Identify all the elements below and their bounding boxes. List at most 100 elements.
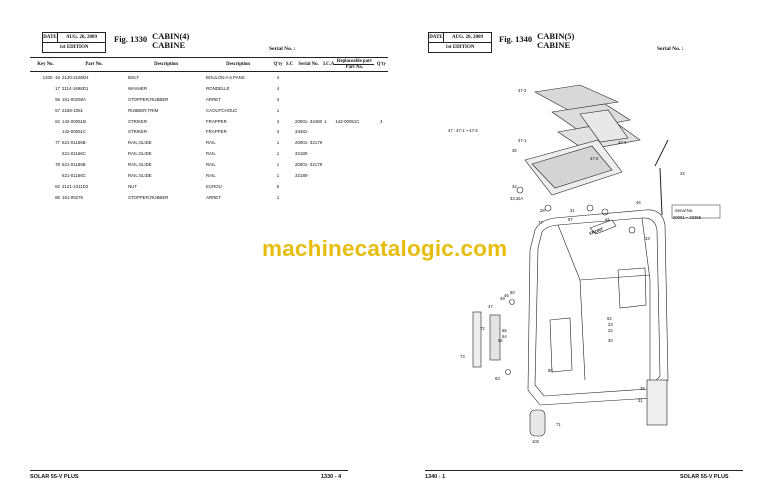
figure-title-right: CABIN(5)	[537, 31, 575, 41]
cell-ica	[323, 105, 334, 116]
callout-label: 47	[488, 304, 493, 309]
table-header: Key No. Part No. Description Description…	[30, 57, 389, 72]
bolt-36	[516, 186, 524, 194]
cell-desc: NUT	[128, 183, 138, 189]
cell-rp	[334, 137, 374, 148]
door-panel	[549, 317, 573, 373]
cell-qty: 4	[276, 85, 280, 91]
callout-label: 23	[608, 322, 613, 327]
date-label: DATE	[43, 33, 58, 42]
cell-key: 56	[55, 96, 60, 102]
cell-ica: 1	[324, 118, 327, 124]
cell-rp	[334, 148, 374, 159]
fig-number: 1330	[130, 34, 148, 44]
date-label-right: DATE	[429, 33, 444, 42]
cell-rq	[374, 83, 388, 94]
cell-desc: RAIL;SLIDE	[128, 140, 152, 146]
edition-label-right: 1st EDITION	[445, 45, 475, 50]
callout-label: 77	[538, 220, 543, 225]
cabin-frame-inner	[534, 217, 661, 397]
cell-ica	[323, 148, 334, 159]
callout-label: 22	[608, 328, 613, 333]
figure-title: CABIN(4)	[152, 31, 190, 41]
cell-rq	[374, 181, 388, 192]
cell-serial	[294, 83, 323, 94]
cell-rp	[334, 126, 374, 137]
callout-label: 44	[605, 217, 610, 222]
cell-desc2: FRAPPER	[206, 118, 227, 124]
cell-part: 161-00276	[62, 194, 83, 200]
cell-rq	[374, 192, 388, 203]
footer-page-left: 1330 - 4	[321, 474, 342, 480]
cell-desc: WASHER	[128, 85, 148, 91]
cell-sc	[285, 170, 294, 181]
cell-qty: 1	[276, 151, 280, 157]
cell-key	[30, 148, 61, 159]
callout-label: 32	[512, 184, 517, 189]
cell-sc	[285, 116, 294, 127]
cell-rp	[334, 105, 374, 116]
cell-key: 57	[55, 107, 60, 113]
cell-part: 2168-1061	[62, 107, 83, 113]
date-value-right: AUG. 20, 2009	[451, 35, 484, 40]
cell-serial: 34481-	[295, 129, 309, 135]
col-serial: Serial No.	[294, 57, 324, 72]
footer-rule-left	[30, 470, 348, 471]
callout-label: 102	[532, 439, 540, 444]
cell-ica	[323, 72, 334, 83]
cell-part: 621-01166B	[62, 140, 86, 146]
cell-qty: 1	[276, 162, 280, 168]
cell-ica	[323, 181, 334, 192]
cell-desc2: ECROU	[206, 183, 222, 189]
footer-model-right: SOLAR 55-V PLUS	[680, 474, 729, 480]
cell-serial: 20001- 32179	[295, 140, 323, 146]
figure-heading-right: Fig. 1340 CABIN(5)CABINE	[499, 32, 574, 50]
cell-rp: 142-00051C	[335, 118, 360, 124]
serial-note-box	[671, 204, 721, 219]
cell-qty: 1	[276, 107, 280, 113]
cell-rq	[374, 148, 388, 159]
cell-rp	[334, 159, 374, 170]
bolt-31	[586, 204, 594, 212]
cell-qty: 1	[276, 194, 280, 200]
cell-ica	[323, 159, 334, 170]
callout-label: 64	[502, 334, 507, 339]
cell-desc2: ARRET	[206, 194, 221, 200]
callout-label: 92	[498, 338, 503, 343]
col-desc: Description	[127, 57, 205, 72]
cell-key: 62	[55, 118, 60, 124]
callout-label: 34	[680, 171, 685, 176]
cell-key	[30, 170, 61, 181]
cell-ica	[323, 170, 334, 181]
cell-serial	[294, 181, 323, 192]
callout-label: 46	[504, 293, 509, 298]
cell-desc2: ARRET	[206, 96, 221, 102]
side-window	[617, 267, 647, 309]
callout-label: 72	[480, 326, 485, 331]
cell-sc	[285, 181, 294, 192]
handle	[529, 409, 546, 437]
footer-model-left: SOLAR 55-V PLUS	[30, 474, 79, 480]
callout-label: 30	[608, 338, 613, 343]
cell-desc: STRIKER	[128, 129, 148, 135]
cell-desc2: RAIL	[206, 162, 216, 168]
bolt-83	[505, 369, 511, 375]
cell-desc2: RAIL	[206, 140, 216, 146]
cell-part: 2114-1698D1	[62, 85, 89, 91]
col-sc: S.C	[285, 57, 294, 72]
cell-desc2: BOULON A 6 PANS	[206, 74, 245, 80]
cell-desc: STOPPER;RUBBER	[128, 96, 169, 102]
cell-ica	[323, 83, 334, 94]
callout-label: 33	[645, 236, 650, 241]
callout-label: 56	[502, 328, 507, 333]
cell-ica	[323, 192, 334, 203]
cell-rq	[374, 72, 388, 83]
cell-serial	[294, 192, 323, 203]
